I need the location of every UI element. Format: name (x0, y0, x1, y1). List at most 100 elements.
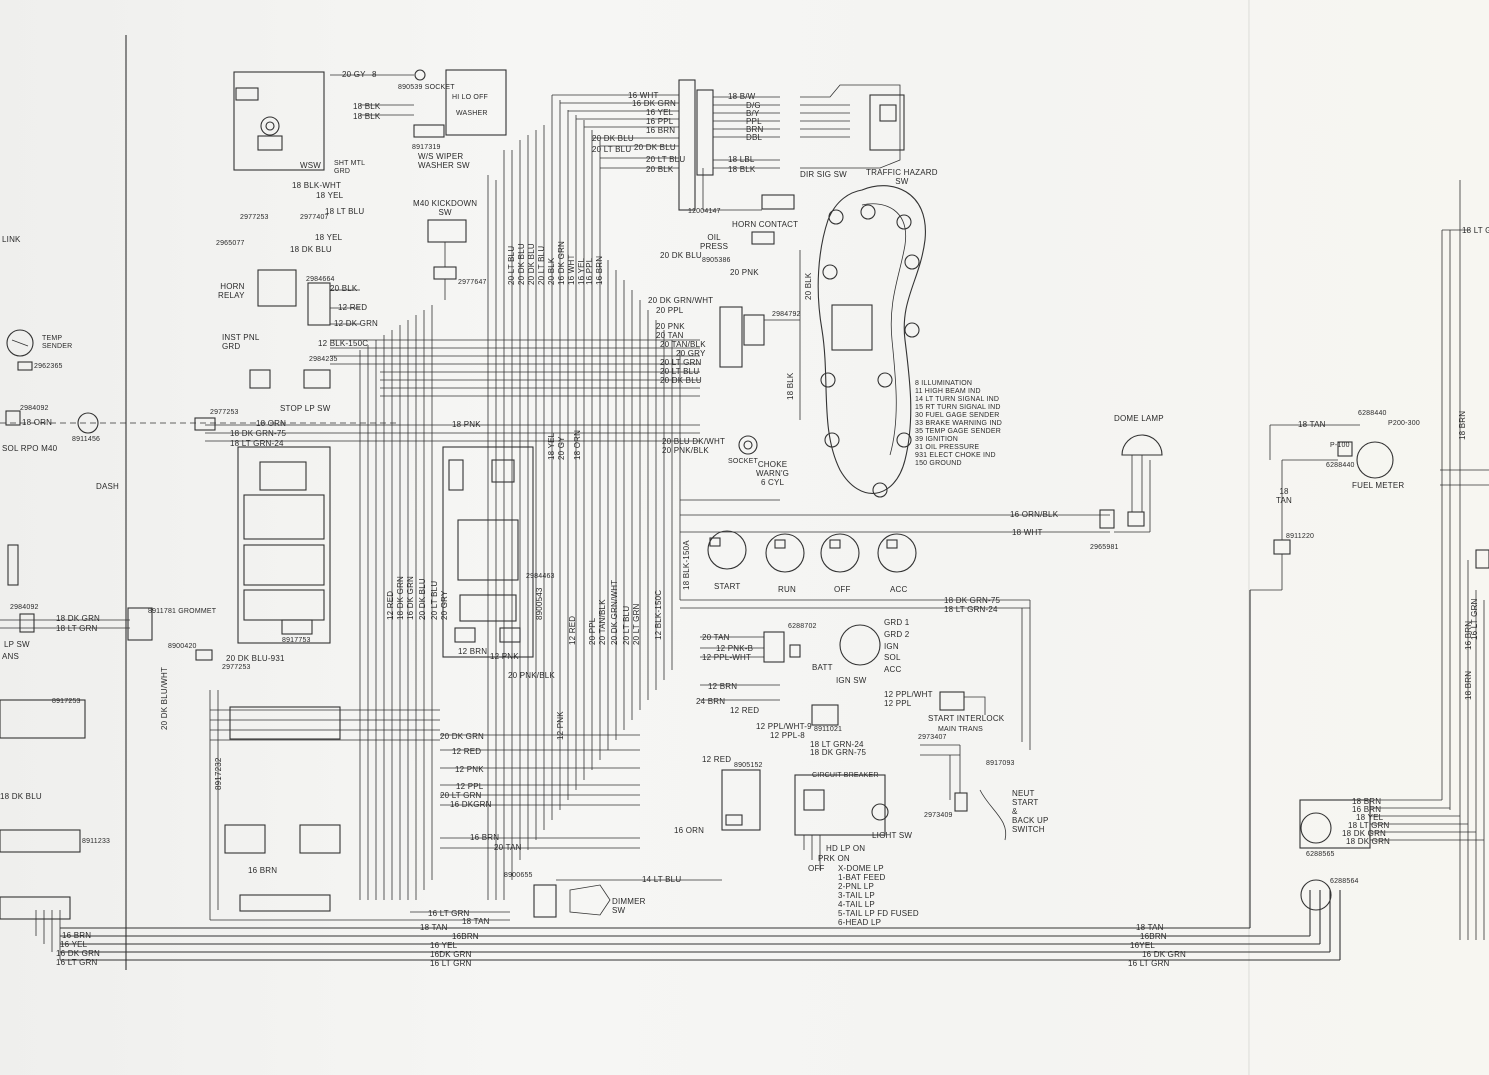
wire-20pnkblk-b: 20 PNK/BLK (508, 671, 555, 680)
wire-20ltblu-a: 20 LT BLU (507, 245, 516, 285)
wire-16dkgrn-e: 16 DK GRN (1142, 950, 1187, 959)
neutral-start-label: NEUT START & BACK UP SWITCH (1012, 789, 1049, 834)
wire-18blk150a-v: 18 BLK-150A (682, 540, 691, 590)
legend-line: 931 ELECT CHOKE IND (915, 452, 996, 459)
wire-16wht: 16 WHT (628, 91, 659, 100)
part-8905152: 8905152 (734, 762, 763, 769)
legend-line: 31 OIL PRESSURE (915, 444, 980, 451)
wire-18tan-d: 18 TAN (420, 923, 448, 932)
legend-line: 8 ILLUMINATION (915, 380, 973, 387)
wire-12pnk-v: 12 PNK (556, 711, 565, 740)
wire-12red-v: 12 RED (386, 590, 395, 620)
neutral-start-switch (920, 744, 1007, 841)
dash-label: DASH (96, 482, 120, 491)
wire-16wht-v: 16 WHT (567, 254, 576, 285)
wire-by: B/Y (746, 109, 760, 118)
wire-16yel-a: 16 YEL (646, 108, 674, 117)
wire-12dkgrn-a: 12 DK GRN (334, 319, 379, 328)
inst-pnl-grd: INST PNL GRD (222, 333, 260, 351)
wire-18lbl: 18 LBL (728, 155, 755, 164)
wire-16ppl: 16 PPL (646, 117, 674, 126)
part-8900420: 8900420 (168, 643, 197, 650)
legend-line: 4-TAIL LP (838, 900, 875, 909)
wire-18dkgrn-75: 18 DK GRN-75 (230, 429, 287, 438)
part-2984092-b: 2984092 (10, 604, 39, 611)
ignition-positions (707, 530, 917, 573)
fuse-block (237, 446, 331, 644)
wire-16yel-c: 16 YEL (430, 941, 458, 950)
wire-20blk-c: 20 BLK (804, 272, 813, 300)
wire-20ltblu-b: 20 LT BLU (537, 245, 546, 285)
wire-16dkgrn: 16 DK GRN (632, 99, 677, 108)
wire-20ltblu-v3: 20 LT BLU (430, 580, 439, 620)
wiper-washer-switch: W/S WIPER WASHER SW (418, 152, 470, 170)
wire-20pnk-a: 20 PNK (730, 268, 759, 277)
wire-12red-a: 12 RED (338, 303, 368, 312)
m40-kickdown-label: M40 KICKDOWN SW (413, 199, 478, 217)
wire-12pnk-b-ign: 12 PNK-B (716, 644, 754, 653)
wire-12brn-b: 12 BRN (458, 647, 488, 656)
wire-20ppl: 20 PPL (656, 306, 684, 315)
ign-acc: ACC (884, 665, 902, 674)
wire-brn: BRN (746, 125, 764, 134)
wire-12red-v2: 12 RED (568, 615, 577, 645)
wire-18blk-wht: 18 BLK-WHT (292, 181, 342, 190)
legend-line: 1-BAT FEED (838, 873, 886, 882)
wire-20dkgrn-c: 20 DK GRN (440, 732, 485, 741)
start-interlock (811, 691, 986, 726)
wire-18blk-a: 18 BLK (353, 102, 381, 111)
wire-16ornblk: 16 ORN/BLK (1010, 510, 1059, 519)
connector-2984792 (719, 250, 801, 420)
part-6288565: 6288565 (1306, 851, 1335, 858)
ignition-start: START (714, 582, 741, 591)
wire-18blk-c: 18 BLK (786, 372, 795, 400)
part-2984092-a: 2984092 (20, 405, 49, 412)
wire-20dkgrnwht-v: 20 DK GRN/WHT (610, 579, 619, 645)
horn-relay (257, 269, 360, 326)
wire-12pplwht-9: 12 PPL/WHT-9 (756, 722, 812, 731)
column-connector (552, 79, 780, 211)
main-trans-label: MAIN TRANS (938, 726, 984, 733)
part-12004147: 12004147 (688, 208, 721, 215)
wire-18dkgrn-r: 18 DK GRN (1342, 829, 1387, 838)
part-2984792: 2984792 (772, 311, 801, 318)
wire-18ltgrn-r3: 18 LT GRN (1462, 226, 1489, 235)
wire-12pplwht-b: 12 PPL/WHT (884, 690, 933, 699)
wire-12ppl-c: 12 PPL (456, 782, 484, 791)
wire-20bludkwht: 20 BLU DK/WHT (662, 437, 726, 446)
part-2962365: 2962365 (34, 363, 63, 370)
legend-line: 11 HIGH BEAM IND (915, 388, 981, 395)
wire-20ltblu-d: 20 LT BLU (646, 155, 686, 164)
ignition-acc: ACC (890, 585, 908, 594)
wire-16brn-c: 16 BRN (62, 931, 92, 940)
part-2973409: 2973409 (924, 812, 953, 819)
grommet-label: 8911781 GROMMET (148, 608, 217, 615)
instrument-cluster-circuit (817, 185, 926, 498)
ignition-run: RUN (778, 585, 796, 594)
start-interlock-label: START INTERLOCK (928, 714, 1005, 723)
wire-16dkgrn-v: 16 DK GRN (557, 240, 566, 285)
wire-18tan-a: 18 TAN (1298, 420, 1326, 429)
part-2984235: 2984235 (309, 356, 338, 363)
wire-ppl: PPL (746, 117, 762, 126)
wire-12pplwht-a: 12 PPL-WHT (702, 653, 752, 662)
part-2973407: 2973407 (918, 734, 947, 741)
wire-20ltblu-e: 20 LT BLU (660, 367, 700, 376)
wire-20ltblu-c: 20 LT BLU (592, 145, 632, 154)
part-8917232: 8917232 (214, 757, 223, 790)
prk-on: PRK ON (818, 854, 850, 863)
part-8911233: 8911233 (82, 838, 111, 845)
wire-16yel-b: 16 YEL (60, 940, 88, 949)
wire-18brn-v2: 18 BRN (1464, 670, 1473, 700)
horn-relay-label: HORN RELAY (218, 282, 245, 300)
wire-20pnk-b: 20 PNK (656, 322, 685, 331)
ign-grd2: GRD 2 (884, 630, 910, 639)
wire-18dkblu-a: 18 DK BLU (290, 245, 332, 254)
m40-kickdown-switch (427, 219, 467, 300)
wiper-assembly (233, 69, 507, 171)
wire-18ltgrn-24: 18 LT GRN-24 (230, 439, 284, 448)
wire-18orn-a: 18 ORN (22, 418, 53, 427)
wire-20ltgrn-b: 20 LT GRN (440, 791, 482, 800)
wire-18yel-v: 18 YEL (547, 432, 556, 460)
